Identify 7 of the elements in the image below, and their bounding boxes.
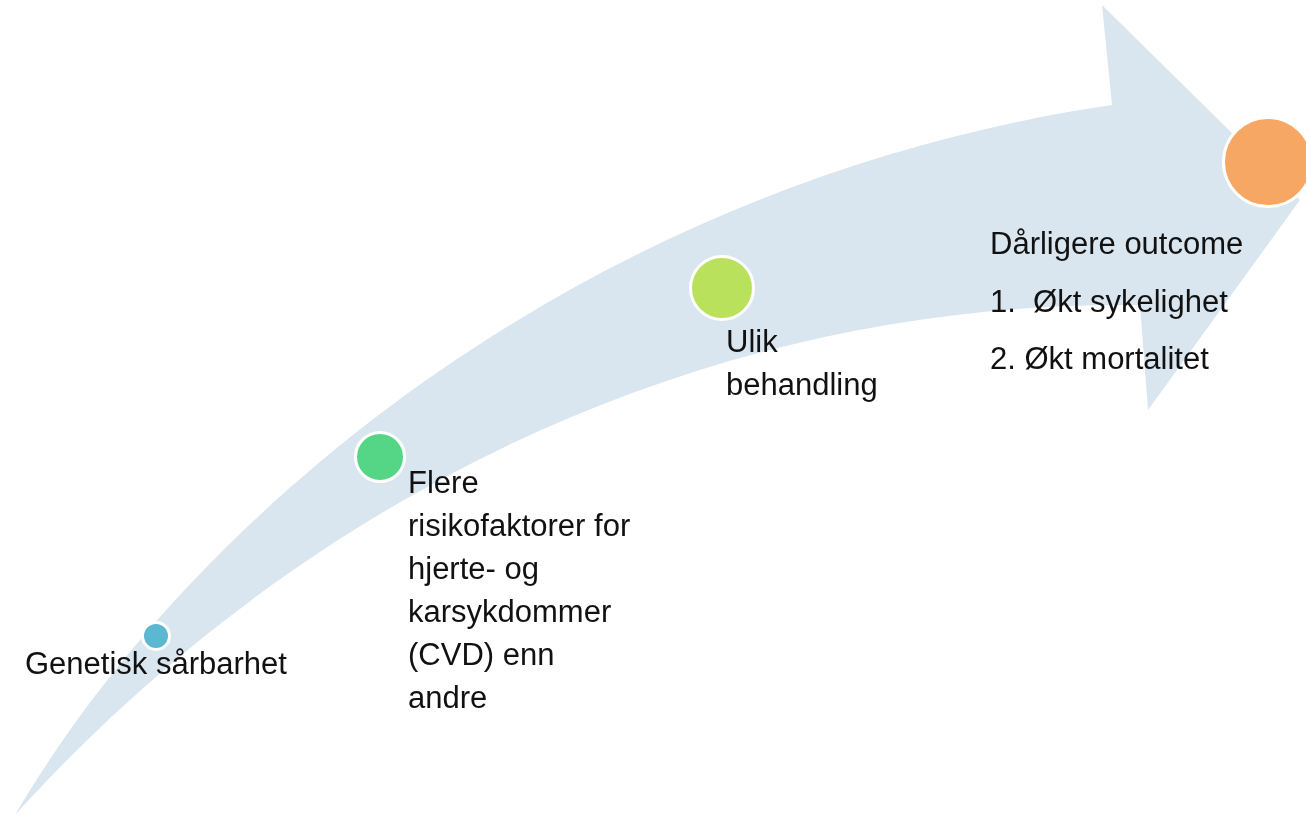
caption-text: 1. Økt sykelighet [990,283,1229,321]
caption-text: Genetisk sårbarhet [25,645,288,683]
caption-text: Flere risikofaktorer for hjerte- og karsykdommer (CVD) enn andre [408,464,632,717]
caption-text: 2. Økt mortalitet [990,340,1210,378]
caption-text: Dårligere outcome [990,225,1245,263]
caption-text: Ulik behandling [726,323,879,404]
circle-marker [1222,116,1306,208]
